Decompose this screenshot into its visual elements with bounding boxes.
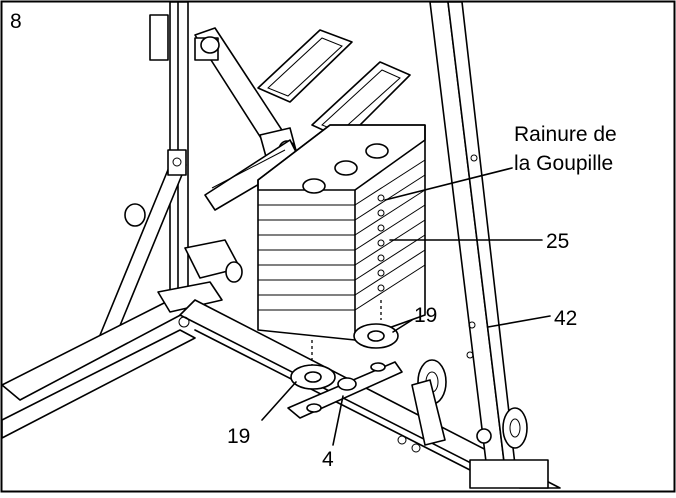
part-19-upper-label: 19 [414, 304, 437, 327]
callout-leaders [261, 167, 551, 446]
part-25-label: 25 [546, 230, 569, 253]
part-42-label: 42 [554, 307, 577, 330]
left-frame [1, 1, 299, 439]
pin-groove-label-line1: Rainure de [514, 123, 617, 146]
right-upright [411, 1, 549, 489]
washers-and-plate [287, 323, 403, 419]
part-4-label: 4 [322, 448, 334, 471]
weight-stack [257, 124, 426, 368]
pin-groove-label-line2: la Goupille [514, 152, 613, 175]
part-19-lower-label: 19 [227, 425, 250, 448]
step-number: 8 [10, 10, 22, 33]
